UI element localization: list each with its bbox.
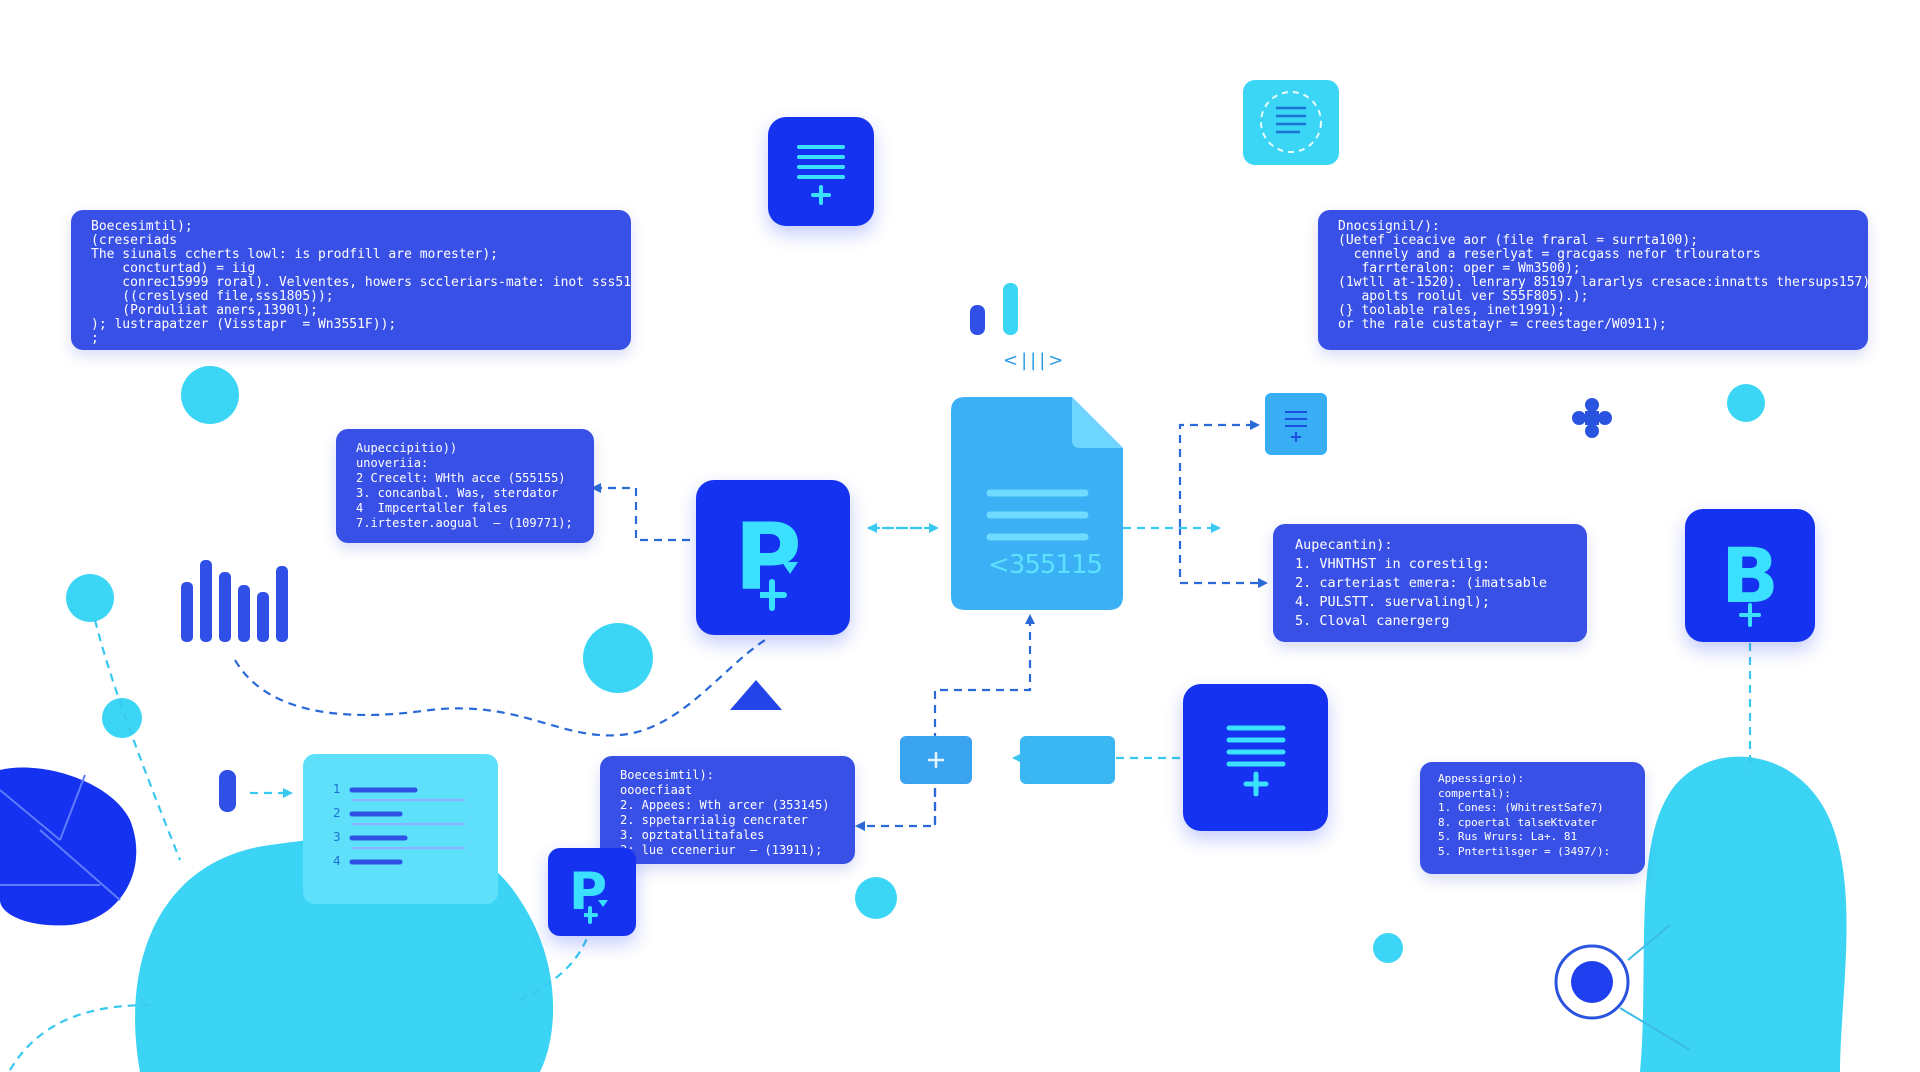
list-card-number: 4 (333, 854, 341, 868)
document-add-icon (797, 144, 845, 205)
code-line: 5. Rus Wrurs: La+. 81 (1438, 830, 1578, 843)
code-line: 1. Cones: (WhitrestSafe7) (1438, 801, 1604, 814)
top-doc-icon-box (1243, 80, 1339, 165)
code-panel-bottom-right: Appessigrio): compertal): 1. Cones: (Whi… (1420, 762, 1645, 874)
dot-3 (102, 698, 142, 738)
code-line: Boecesimtil): (620, 768, 714, 782)
main-document-icon (951, 397, 1123, 610)
blob-dark-left (0, 767, 137, 926)
mini-bar-2 (1003, 283, 1018, 335)
cross-icon (1572, 398, 1612, 438)
plus-arrow-icon (760, 562, 798, 611)
list-card-lines (349, 787, 418, 865)
plus-small-icon (1739, 603, 1761, 627)
plus-arrow-small-icon (584, 900, 608, 924)
blob-dark-lines (0, 774, 121, 901)
code-line: or the rale custatayr = creestager/W0911… (1338, 317, 1667, 332)
code-line: 5. Cloval canergerg (1295, 613, 1450, 629)
b-logo-icon: B (1721, 530, 1779, 620)
code-line: Boecesimtil); (91, 219, 193, 234)
connector-doc-right-top (1178, 420, 1260, 527)
document-add-tile-bottom[interactable] (1183, 684, 1328, 831)
dot-2 (66, 574, 114, 622)
connector-p-to-panel (591, 483, 690, 542)
code-line: 3. concanbal. Was, sterdator (356, 486, 559, 500)
target-core (1571, 961, 1613, 1003)
blob-bottom-right (1640, 756, 1847, 1072)
p-logo-icon: P (734, 503, 802, 611)
code-line: farrteralon: oper = Wm3500); (1338, 261, 1581, 276)
code-line: 1. VHNTHST in corestilg: (1295, 556, 1491, 572)
code-panel-bottom-center: Boecesimtil): oooecfiaat 2. Appees: Wth … (600, 756, 855, 864)
code-brackets-icon: <|||> (1003, 350, 1067, 371)
code-line: 3. opztatallitafales (620, 828, 765, 842)
code-line: The siunals ccherts lowl: is prodfill ar… (91, 247, 498, 262)
code-line: Appessigrio): (1438, 772, 1525, 785)
code-line: compertal): (1438, 786, 1511, 800)
code-line: (creseriads (91, 233, 178, 248)
code-line: 4. PULSTT. suervalingl); (1295, 594, 1491, 610)
code-line: 7.irtester.aogual — (109771); (356, 516, 573, 530)
triangle-marker (730, 680, 782, 710)
code-line: 4 Impcertaller fales (356, 501, 508, 515)
code-line: (1wtll at-1520). lenrary 85197 lararlys … (1338, 275, 1868, 290)
code-line: 2 Crecelt: WHth acce (555155) (356, 471, 566, 485)
document-add-tile-top[interactable] (768, 117, 874, 226)
code-line: ; (91, 331, 99, 346)
code-panel-mid-right: Aupecantin): 1. VHNTHST in corestilg: 2.… (1273, 524, 1587, 642)
code-panel-top-right: Dnocsignil/): (Uetef iceacive aor (file … (1318, 210, 1868, 350)
p-logo-tile-large[interactable]: P (696, 480, 850, 635)
dot-6 (1373, 933, 1403, 963)
list-card-number: 3 (333, 830, 341, 844)
code-line: (Porduliiat aners,1390l); (91, 303, 318, 318)
code-line: Aupecantin): (1295, 537, 1393, 553)
pill-marker (219, 770, 236, 812)
connector-doc-right-bottom (1178, 527, 1268, 588)
mini-bar-1 (970, 305, 985, 335)
b-logo-tile[interactable]: B (1685, 509, 1815, 642)
code-line: (} toolable rales, inet1991); (1338, 303, 1565, 318)
code-line: ); lustrapatzer (Visstapr = Wn3551F)); (91, 317, 397, 332)
code-line: 2. Appees: Wth arcer (353145) (620, 798, 830, 812)
connector-bottom-to-doc (933, 614, 1035, 825)
code-line: cennely and a reserlyat = gracgass nefor… (1338, 247, 1761, 262)
list-card-number: 1 (333, 782, 341, 796)
p-logo-tile-small[interactable]: P (548, 848, 636, 936)
code-line: conrec15999 roral). Velventes, howers sc… (91, 275, 631, 290)
code-panel-mid-left: Aupeccipitio)) unoveriia: 2 Crecelt: WHt… (336, 429, 594, 543)
small-doc-icon-box (1265, 393, 1327, 455)
connector-left-dots (93, 619, 182, 861)
bar-chart-icon (181, 560, 288, 642)
code-line: (Uetef iceacive aor (file fraral = surrt… (1338, 233, 1699, 248)
code-line: oooecfiaat (620, 783, 693, 797)
main-document-label: <355115 (988, 550, 1103, 580)
code-line: apolts roolul ver S55F805).); (1338, 289, 1589, 304)
dot-5 (855, 877, 897, 919)
code-line: 5. Pntertilsger = (3497/): (1438, 844, 1611, 858)
code-line: unoveriia: (356, 456, 429, 470)
code-line: 2. carteriast emera: (imatsable (1295, 575, 1547, 591)
code-line: concturtad) = iig (91, 261, 256, 276)
code-panel-top-left: Boecesimtil); (creseriads The siunals cc… (71, 210, 631, 350)
code-line: 8. cpoertal talseKtvater (1438, 815, 1597, 829)
list-card-number: 2 (333, 806, 341, 820)
connector-bottom-left-curve (9, 1003, 151, 1071)
process-block (1020, 736, 1115, 784)
plus-box-icon (928, 752, 944, 768)
dot-4 (583, 623, 653, 693)
wave-connector (234, 639, 766, 737)
code-line: Dnocsignil/): (1338, 219, 1440, 234)
list-card (303, 754, 498, 904)
dot-1 (181, 366, 239, 424)
dot-7 (1727, 384, 1765, 422)
code-line: Aupeccipitio)) (356, 441, 458, 455)
document-add-bottom-icon (1226, 725, 1285, 796)
code-line: ((creslysed file,sss1805)); (91, 289, 334, 304)
code-line: 2. sppetarrialig cencrater (620, 813, 808, 827)
code-line: 3; lue cceneriur — (13911); (620, 843, 823, 857)
